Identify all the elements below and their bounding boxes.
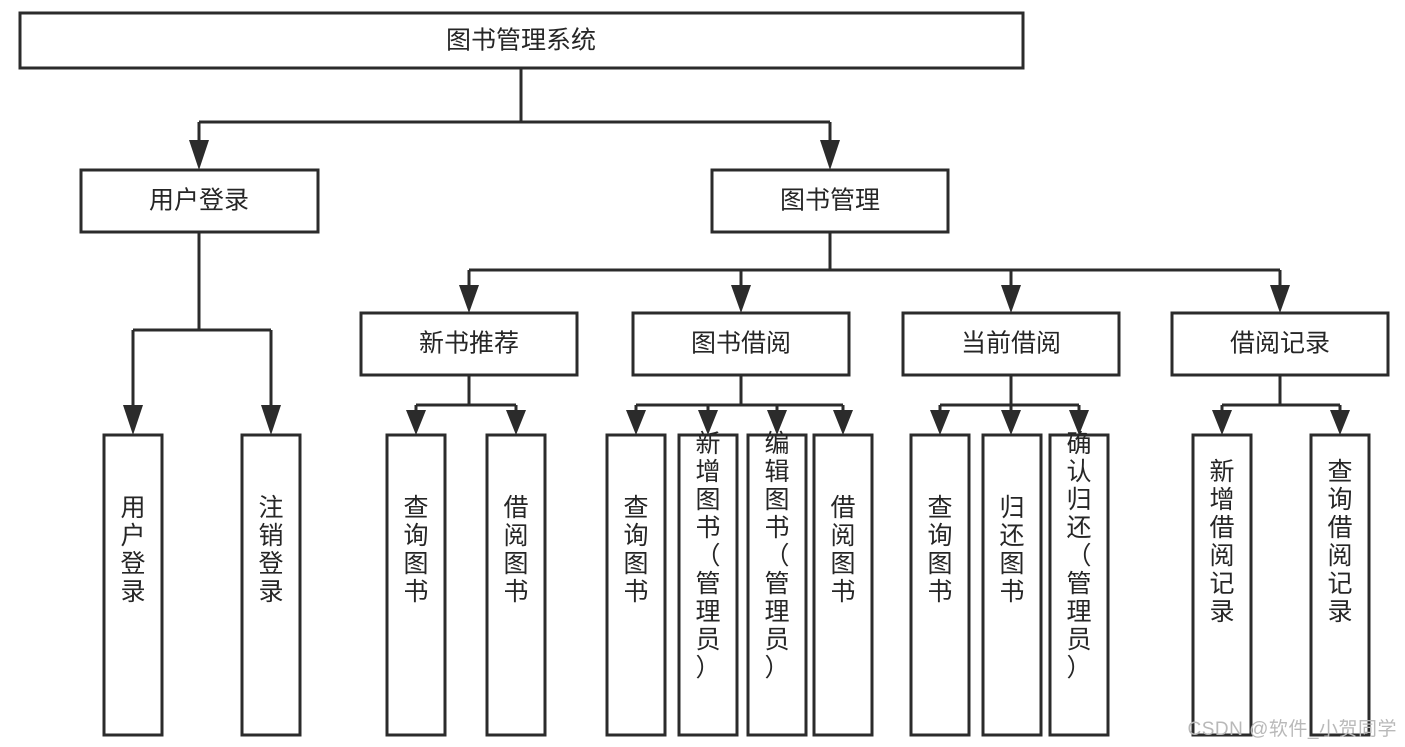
- arrowhead-icon: [406, 410, 426, 435]
- node-box[interactable]: [18, 11, 1025, 70]
- arrowhead-icon: [1270, 285, 1290, 313]
- node-leaf-query-book-1[interactable]: 查询图书: [385, 433, 447, 737]
- node-leaf-query-book-2[interactable]: 查询图书: [605, 433, 667, 737]
- node-box[interactable]: [1048, 433, 1110, 737]
- arrowhead-icon: [1001, 410, 1021, 435]
- node-label: 注销登录: [258, 494, 283, 606]
- node-box[interactable]: [359, 311, 579, 377]
- node-label: 图书管理系统: [446, 27, 596, 55]
- node-label: 用户登录: [149, 187, 249, 215]
- node-label: 借阅图书: [830, 494, 855, 606]
- node-leaf-logout[interactable]: 注销登录: [240, 433, 302, 737]
- node-label: 借阅记录: [1230, 330, 1330, 358]
- node-box[interactable]: [746, 433, 808, 737]
- arrowhead-icon: [626, 410, 646, 435]
- arrowhead-icon: [189, 140, 209, 170]
- node-box[interactable]: [102, 433, 164, 737]
- node-label: 用户登录: [120, 494, 145, 606]
- node-label: 编辑图书（管理员）: [764, 430, 789, 682]
- node-label: 查询图书: [927, 494, 952, 606]
- arrowhead-icon: [698, 410, 718, 435]
- connector-newbook-to-leaves: [406, 375, 526, 435]
- node-leaf-confirm-return[interactable]: 确认归还（管理员）: [1048, 430, 1110, 737]
- arrowhead-icon: [1212, 410, 1232, 435]
- node-current-borrow[interactable]: 当前借阅: [901, 311, 1121, 377]
- connector-borrowrecord-to-leaves: [1212, 375, 1350, 435]
- arrowhead-icon: [1330, 410, 1350, 435]
- node-label: 归还图书: [999, 494, 1024, 606]
- node-leaf-return-book[interactable]: 归还图书: [981, 433, 1043, 737]
- node-label: 借阅图书: [503, 494, 528, 606]
- node-box[interactable]: [1191, 433, 1253, 737]
- node-box[interactable]: [631, 311, 851, 377]
- node-label: 查询借阅记录: [1327, 458, 1352, 626]
- node-box[interactable]: [385, 433, 447, 737]
- node-label: 新书推荐: [419, 330, 519, 358]
- node-label: 图书管理: [780, 187, 880, 215]
- arrowhead-icon: [1069, 410, 1089, 435]
- node-root[interactable]: 图书管理系统: [18, 11, 1025, 70]
- connector-userlogin-to-leaves: [123, 232, 281, 435]
- node-leaf-borrow-book-1[interactable]: 借阅图书: [485, 433, 547, 737]
- node-box[interactable]: [909, 433, 971, 737]
- node-book-management[interactable]: 图书管理: [710, 168, 950, 234]
- node-box[interactable]: [901, 311, 1121, 377]
- node-borrow-record[interactable]: 借阅记录: [1170, 311, 1390, 377]
- connector-currentborrow-to-leaves: [930, 375, 1089, 435]
- node-leaf-add-book[interactable]: 新增图书（管理员）: [677, 430, 739, 737]
- node-user-login[interactable]: 用户登录: [79, 168, 320, 234]
- leaf-nodes: 用户登录 注销登录 查询图书 借阅图书 查询图书 新增图书（管理员）: [102, 430, 1371, 737]
- node-box[interactable]: [605, 433, 667, 737]
- node-box[interactable]: [485, 433, 547, 737]
- node-leaf-user-login[interactable]: 用户登录: [102, 433, 164, 737]
- node-box[interactable]: [710, 168, 950, 234]
- node-label: 确认归还（管理员）: [1066, 430, 1091, 682]
- arrowhead-icon: [731, 285, 751, 313]
- node-leaf-borrow-book-2[interactable]: 借阅图书: [812, 433, 874, 737]
- connector-bookborrow-to-leaves: [626, 375, 853, 435]
- connector-bookmgmt-to-level3: [459, 232, 1290, 313]
- node-label: 查询图书: [623, 494, 648, 606]
- arrowhead-icon: [833, 410, 853, 435]
- node-leaf-query-record[interactable]: 查询借阅记录: [1309, 433, 1371, 737]
- arrowhead-icon: [930, 410, 950, 435]
- node-label: 查询图书: [403, 494, 428, 606]
- node-book-borrow[interactable]: 图书借阅: [631, 311, 851, 377]
- arrowhead-icon: [459, 285, 479, 313]
- node-box[interactable]: [812, 433, 874, 737]
- node-label: 新增图书（管理员）: [695, 430, 720, 682]
- node-new-book-recommend[interactable]: 新书推荐: [359, 311, 579, 377]
- arrowhead-icon: [261, 405, 281, 435]
- node-leaf-edit-book[interactable]: 编辑图书（管理员）: [746, 430, 808, 737]
- node-box[interactable]: [1309, 433, 1371, 737]
- node-box[interactable]: [1170, 311, 1390, 377]
- arrowhead-icon: [506, 410, 526, 435]
- arrowhead-icon: [1001, 285, 1021, 313]
- arrowhead-icon: [820, 140, 840, 170]
- node-box[interactable]: [240, 433, 302, 737]
- node-leaf-add-record[interactable]: 新增借阅记录: [1191, 433, 1253, 737]
- arrowhead-icon: [123, 405, 143, 435]
- node-leaf-query-book-3[interactable]: 查询图书: [909, 433, 971, 737]
- node-box[interactable]: [79, 168, 320, 234]
- node-label: 图书借阅: [691, 330, 791, 358]
- node-label: 当前借阅: [961, 330, 1061, 358]
- node-box[interactable]: [981, 433, 1043, 737]
- connector-root-to-level2: [189, 68, 840, 170]
- node-box[interactable]: [677, 433, 739, 737]
- arrowhead-icon: [767, 410, 787, 435]
- node-label: 新增借阅记录: [1209, 458, 1234, 626]
